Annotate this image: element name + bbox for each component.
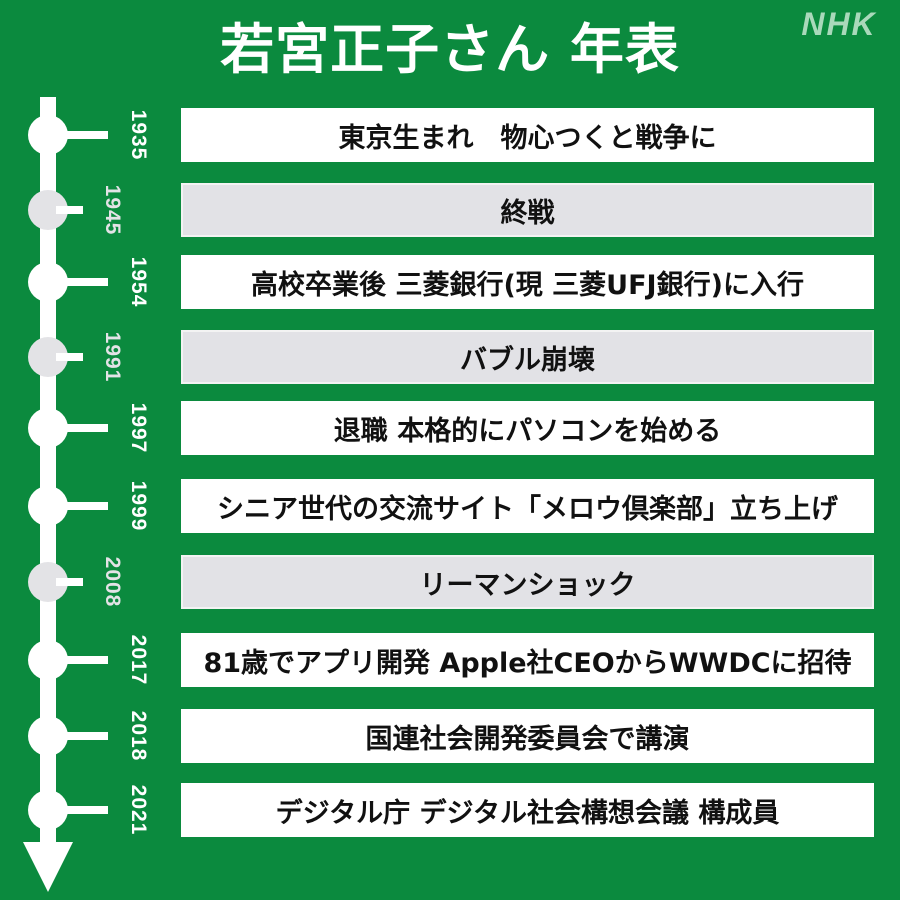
event-text: バブル崩壊 xyxy=(181,330,874,384)
timeline-tick xyxy=(56,502,108,510)
nhk-logo: NHK xyxy=(801,6,877,42)
timeline-tick xyxy=(56,278,108,286)
event-text: 国連社会開発委員会で講演 xyxy=(181,709,874,763)
timeline-event: 2017 81歳でアプリ開発 Apple社CEOからWWDCに招待 xyxy=(0,633,900,687)
timeline-tick xyxy=(56,353,83,361)
timeline-tick xyxy=(56,206,83,214)
timeline-event: 1945 終戦 xyxy=(0,183,900,237)
timeline-event: 2008 リーマンショック xyxy=(0,555,900,609)
event-text: 高校卒業後 三菱銀行(現 三菱UFJ銀行)に入行 xyxy=(181,255,874,309)
event-text: 退職 本格的にパソコンを始める xyxy=(181,401,874,455)
event-text: シニア世代の交流サイト「メロウ倶楽部」立ち上げ xyxy=(181,479,874,533)
timeline-tick xyxy=(56,131,108,139)
event-text: リーマンショック xyxy=(181,555,874,609)
event-text: デジタル庁 デジタル社会構想会議 構成員 xyxy=(181,783,874,837)
event-text: 東京生まれ 物心つくと戦争に xyxy=(181,108,874,162)
down-arrow-icon xyxy=(23,842,73,892)
event-year: 1999 xyxy=(127,480,150,532)
timeline-tick xyxy=(56,806,108,814)
timeline-event: 1954 高校卒業後 三菱銀行(現 三菱UFJ銀行)に入行 xyxy=(0,255,900,309)
timeline-event: 1997 退職 本格的にパソコンを始める xyxy=(0,401,900,455)
event-year: 1997 xyxy=(127,402,150,454)
event-text: 終戦 xyxy=(181,183,874,237)
event-year: 1935 xyxy=(127,109,150,161)
event-text: 81歳でアプリ開発 Apple社CEOからWWDCに招待 xyxy=(181,633,874,687)
timeline-event: 1935 東京生まれ 物心つくと戦争に xyxy=(0,108,900,162)
event-year: 2008 xyxy=(101,556,124,608)
event-year: 1945 xyxy=(101,184,124,236)
timeline-tick xyxy=(56,424,108,432)
event-year: 1991 xyxy=(101,331,124,383)
event-year: 1954 xyxy=(127,256,150,308)
page-title: 若宮正子さん 年表 xyxy=(220,18,680,81)
timeline-event: 2018 国連社会開発委員会で講演 xyxy=(0,709,900,763)
timeline-tick xyxy=(56,578,83,586)
timeline-event: 2021 デジタル庁 デジタル社会構想会議 構成員 xyxy=(0,783,900,837)
timeline-event: 1991 バブル崩壊 xyxy=(0,330,900,384)
event-year: 2017 xyxy=(127,634,150,686)
timeline-tick xyxy=(56,732,108,740)
event-year: 2021 xyxy=(127,784,150,836)
timeline-tick xyxy=(56,656,108,664)
timeline-event: 1999 シニア世代の交流サイト「メロウ倶楽部」立ち上げ xyxy=(0,479,900,533)
event-year: 2018 xyxy=(127,710,150,762)
